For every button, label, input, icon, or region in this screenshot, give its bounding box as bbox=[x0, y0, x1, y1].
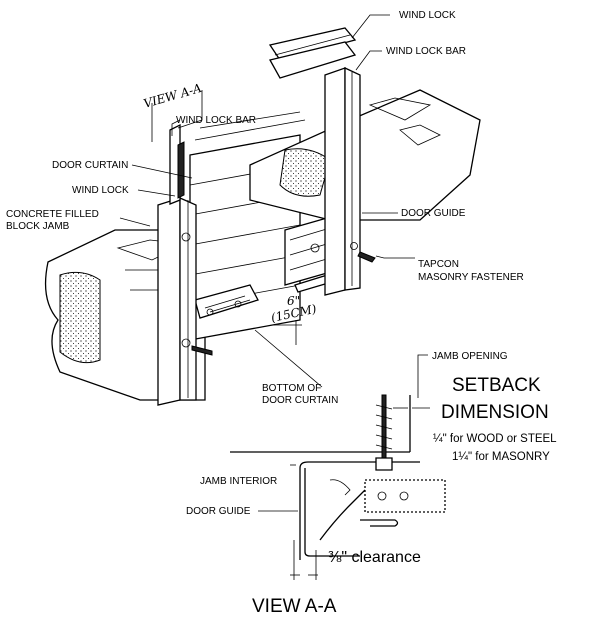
label-door-curtain-bottom: DOOR CURTAIN bbox=[262, 395, 338, 406]
label-view-aa-hand: VIEW A-A bbox=[142, 81, 204, 111]
label-door-guide-bottom: DOOR GUIDE bbox=[186, 506, 251, 517]
label-wind-lock-left: WIND LOCK bbox=[72, 185, 129, 196]
label-wood-steel: ¼" for WOOD or STEEL bbox=[433, 433, 557, 445]
label-jamb-opening: JAMB OPENING bbox=[432, 351, 508, 362]
label-door-curtain: DOOR CURTAIN bbox=[52, 160, 128, 171]
label-dim-6: 6" bbox=[287, 294, 300, 308]
label-setback: SETBACK bbox=[452, 375, 541, 396]
label-block-jamb: BLOCK JAMB bbox=[6, 221, 70, 232]
label-jamb-interior: JAMB INTERIOR bbox=[200, 476, 277, 487]
label-tapcon: TAPCON bbox=[418, 259, 459, 270]
label-wind-lock-top: WIND LOCK bbox=[399, 10, 456, 21]
right-jamb-assembly bbox=[249, 27, 481, 296]
label-wind-lock-bar-left: WIND LOCK BAR bbox=[176, 115, 256, 126]
label-masonry-fastener: MASONRY FASTENER bbox=[418, 272, 524, 283]
label-clearance: ⅜" clearance bbox=[328, 549, 421, 566]
label-view-title: VIEW A-A bbox=[252, 596, 337, 617]
label-concrete-filled: CONCRETE FILLED bbox=[6, 209, 99, 220]
leader-lines bbox=[119, 14, 428, 580]
left-jamb-assembly bbox=[44, 111, 306, 406]
label-bottom-of: BOTTOM OF bbox=[262, 383, 321, 394]
label-door-guide-right: DOOR GUIDE bbox=[401, 208, 466, 219]
label-wind-lock-bar-top: WIND LOCK BAR bbox=[386, 46, 466, 57]
callout-labels: WIND LOCK WIND LOCK BAR VIEW A-A WIND LO… bbox=[6, 10, 557, 617]
view-aa-section bbox=[230, 394, 446, 576]
label-masonry: 1¼" for MASONRY bbox=[452, 451, 550, 463]
label-dimension: DIMENSION bbox=[441, 402, 549, 423]
